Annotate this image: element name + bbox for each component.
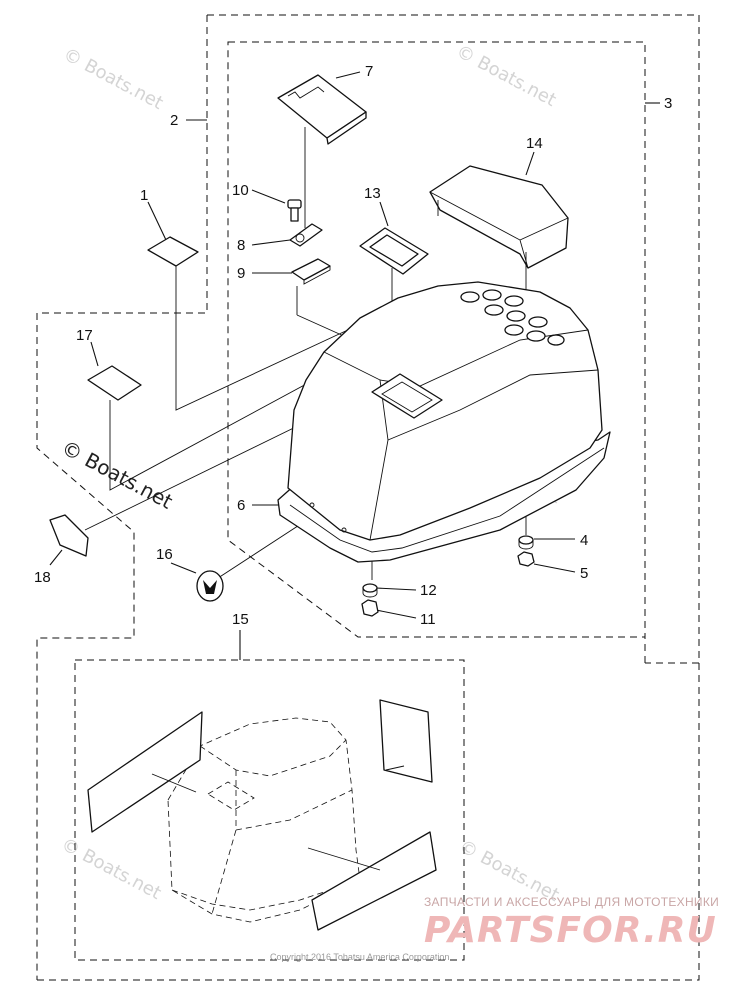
leader-18 — [49, 549, 63, 566]
part-12-grommet — [362, 583, 378, 598]
leader-8 — [251, 239, 291, 246]
part-10-screw — [287, 199, 302, 222]
part-1-decal — [147, 236, 199, 267]
watermark-center-left: © Boats.net — [58, 435, 177, 514]
group-2-outline — [36, 14, 700, 980]
callout-15: 15 — [232, 611, 249, 628]
part-14-cover — [429, 165, 569, 269]
callout-10: 10 — [232, 182, 249, 199]
callout-labels: 1 2 3 4 5 6 7 8 9 10 11 12 13 14 15 16 1… — [34, 63, 672, 628]
cowling-top-bumps — [460, 289, 565, 346]
brand-tagline: ЗАПЧАСТИ И АКСЕССУАРЫ ДЛЯ МОТОТЕХНИКИ — [424, 895, 719, 909]
callout-1: 1 — [140, 187, 148, 204]
callout-7: 7 — [365, 63, 373, 80]
part-18-decal — [49, 514, 89, 557]
callout-2: 2 — [170, 112, 178, 129]
leader-1 — [147, 201, 167, 241]
copyright-text: Copyright 2016 Tohatsu America Corporati… — [270, 952, 449, 962]
assembly-line-17 — [109, 354, 361, 491]
leader-13 — [379, 201, 389, 227]
part-16-emblem — [196, 570, 224, 602]
callout-6: 6 — [237, 497, 245, 514]
part-5-nut — [517, 551, 535, 567]
part-15-decal-set — [87, 699, 437, 931]
watermark-bottom-left: © Boats.net — [58, 834, 165, 904]
assembly-line-1 — [175, 266, 381, 411]
part-15-decal-left — [87, 711, 203, 833]
callout-12: 12 — [420, 582, 437, 599]
group-15-outline — [74, 659, 465, 961]
part-6-cowling — [277, 281, 611, 563]
leader-16 — [170, 562, 197, 574]
group-2-bottom — [37, 663, 700, 981]
part-13-grommet — [359, 227, 429, 275]
callout-14: 14 — [526, 135, 543, 152]
assembly-line-18 — [84, 419, 311, 531]
callout-18: 18 — [34, 569, 51, 586]
part-17-decal — [87, 365, 142, 401]
leader-10 — [251, 189, 286, 204]
leader-5 — [533, 563, 576, 573]
callout-3: 3 — [664, 95, 672, 112]
leader-12 — [375, 587, 417, 591]
part-15-decal-right-top — [379, 699, 433, 783]
callout-17: 17 — [76, 327, 93, 344]
leader-17 — [90, 341, 99, 367]
watermark-top-left: © Boats.net — [60, 44, 167, 114]
leader-11 — [375, 609, 417, 619]
part-15-decal-right-bottom — [311, 831, 437, 931]
leader-14 — [525, 151, 535, 176]
leader-lines — [49, 71, 660, 660]
part-9-bracket — [291, 258, 331, 285]
callout-5: 5 — [580, 565, 588, 582]
callout-16: 16 — [156, 546, 173, 563]
part-11-nut — [361, 599, 379, 617]
callout-8: 8 — [237, 237, 245, 254]
watermark-top-right: © Boats.net — [453, 41, 560, 111]
callout-11: 11 — [420, 611, 436, 628]
part-7-plate — [277, 74, 367, 145]
part-4-grommet — [518, 535, 534, 550]
callout-13: 13 — [364, 185, 381, 202]
callout-9: 9 — [237, 265, 245, 282]
callout-4: 4 — [580, 532, 588, 549]
group-outlines — [36, 14, 700, 981]
brand-logo-text: PARTSFOR.RU — [424, 910, 717, 951]
group-3-outline — [227, 41, 646, 638]
leader-7 — [335, 71, 361, 79]
part-8-clip — [289, 223, 323, 247]
